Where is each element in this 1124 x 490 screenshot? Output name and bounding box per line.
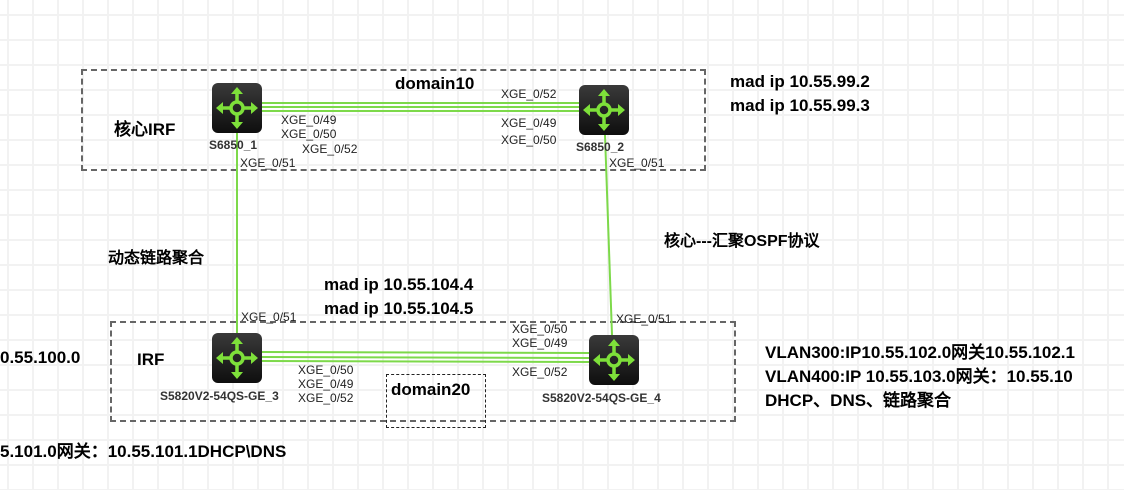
switch-s5820-3[interactable]	[212, 333, 262, 383]
vlan400-note: VLAN400:IP 10.55.103.0网关：10.55.10	[765, 367, 1073, 386]
device-label: S5820V2-54QS-GE_3	[160, 389, 279, 403]
port-label: XGE_0/52	[501, 87, 557, 101]
switch-s6850-1[interactable]	[212, 83, 262, 133]
ospf-link	[604, 134, 613, 336]
group-label: 核心IRF	[114, 120, 176, 139]
irf-link	[261, 351, 590, 354]
services-note: DHCP、DNS、链路聚合	[765, 391, 952, 410]
domain20-box	[386, 374, 486, 428]
domain-label: domain10	[395, 74, 475, 93]
mad-ip: mad ip 10.55.104.5	[324, 299, 474, 318]
port-label: XGE_0/49	[298, 377, 354, 391]
port-label: XGE_0/51	[241, 310, 297, 324]
left-network-note: 0.55.100.0	[0, 348, 81, 367]
irf-link	[261, 356, 590, 359]
ospf-label: 核心---汇聚OSPF协议	[664, 233, 820, 250]
router-icon	[593, 339, 635, 381]
port-label: XGE_0/52	[302, 142, 358, 156]
switch-s6850-2[interactable]	[579, 85, 629, 135]
left-network-note: 5.101.0网关：10.55.101.1DHCP\DNS	[0, 442, 287, 461]
domain-label: domain20	[391, 380, 471, 399]
mad-ip: mad ip 10.55.99.3	[730, 96, 870, 115]
port-label: XGE_0/52	[512, 365, 568, 379]
router-icon	[583, 89, 625, 131]
top-irf-group	[81, 69, 706, 171]
router-icon	[216, 337, 258, 379]
switch-s5820-4[interactable]	[589, 335, 639, 385]
port-label: XGE_0/51	[616, 312, 672, 326]
aggregation-label: 动态链路聚合	[108, 250, 205, 267]
port-label: XGE_0/49	[281, 113, 337, 127]
port-label: XGE_0/50	[281, 127, 337, 141]
vlan300-note: VLAN300:IP10.55.102.0网关10.55.102.1	[765, 343, 1075, 362]
bottom-irf-group	[110, 321, 736, 422]
irf-link	[261, 360, 590, 363]
port-label: XGE_0/51	[609, 156, 665, 170]
mad-ip: mad ip 10.55.99.2	[730, 72, 870, 91]
port-label: XGE_0/49	[501, 116, 557, 130]
port-label: XGE_0/50	[512, 322, 568, 336]
group-label: IRF	[137, 350, 165, 369]
device-label: S6850_2	[576, 140, 625, 154]
device-label: S6850_1	[209, 138, 258, 152]
port-label: XGE_0/49	[512, 336, 568, 350]
port-label: XGE_0/51	[240, 156, 296, 170]
port-label: XGE_0/50	[298, 363, 354, 377]
device-label: S5820V2-54QS-GE_4	[542, 391, 661, 405]
port-label: XGE_0/50	[501, 133, 557, 147]
router-icon	[216, 87, 258, 129]
mad-ip: mad ip 10.55.104.4	[324, 275, 474, 294]
port-label: XGE_0/52	[298, 391, 354, 405]
